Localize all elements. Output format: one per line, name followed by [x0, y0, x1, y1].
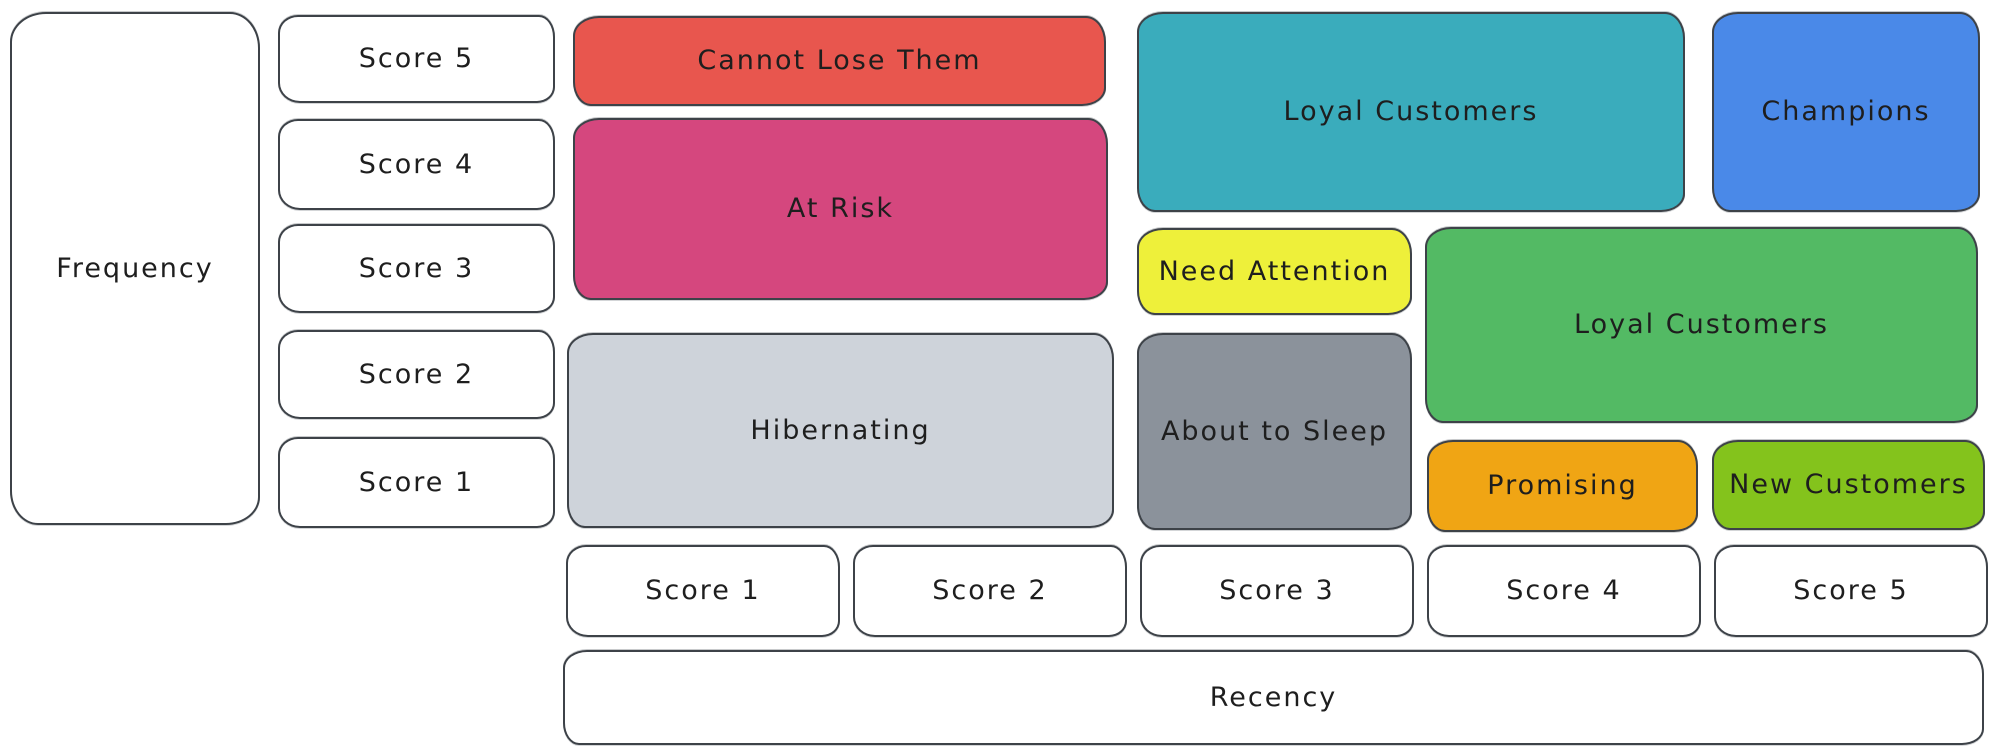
segment-about-to-sleep-label: About to Sleep — [1160, 415, 1389, 447]
segment-promising: Promising — [1427, 440, 1698, 532]
frequency-score-3-label: Score 3 — [358, 252, 475, 284]
segment-need-attention-label: Need Attention — [1158, 255, 1391, 287]
recency-axis-label: Recency — [1209, 681, 1338, 713]
segment-new-customers-label: New Customers — [1729, 469, 1968, 501]
segment-cannot-lose-them-label: Cannot Lose Them — [697, 45, 982, 77]
frequency-score-1-label: Score 1 — [358, 466, 475, 498]
recency-score-1-box: Score 1 — [566, 545, 840, 637]
frequency-score-4-box: Score 4 — [278, 119, 555, 210]
segment-cannot-lose-them: Cannot Lose Them — [573, 16, 1106, 106]
segment-about-to-sleep: About to Sleep — [1137, 333, 1412, 530]
recency-score-2-box: Score 2 — [853, 545, 1127, 637]
segment-at-risk-label: At Risk — [786, 193, 895, 225]
frequency-score-1-box: Score 1 — [278, 437, 555, 528]
frequency-score-5-label: Score 5 — [358, 43, 475, 75]
recency-axis-box: Recency — [563, 650, 1984, 745]
segment-hibernating: Hibernating — [567, 333, 1114, 528]
recency-score-1-label: Score 1 — [645, 575, 761, 607]
segment-hibernating-label: Hibernating — [750, 414, 931, 446]
frequency-axis-box: Frequency — [10, 12, 260, 525]
segment-need-attention: Need Attention — [1137, 228, 1412, 315]
frequency-score-3-box: Score 3 — [278, 224, 555, 313]
segment-at-risk: At Risk — [573, 118, 1108, 300]
segment-loyal-customers-top: Loyal Customers — [1137, 12, 1685, 212]
segment-promising-label: Promising — [1487, 470, 1638, 502]
recency-score-3-box: Score 3 — [1140, 545, 1414, 637]
recency-score-2-label: Score 2 — [932, 575, 1048, 607]
frequency-score-2-label: Score 2 — [358, 358, 475, 390]
frequency-score-5-box: Score 5 — [278, 15, 555, 103]
frequency-score-2-box: Score 2 — [278, 330, 555, 419]
recency-score-5-label: Score 5 — [1793, 575, 1909, 607]
recency-score-5-box: Score 5 — [1714, 545, 1988, 637]
recency-score-4-label: Score 4 — [1506, 575, 1622, 607]
segment-champions: Champions — [1712, 12, 1980, 212]
segment-loyal-customers-right-label: Loyal Customers — [1574, 309, 1829, 341]
frequency-score-4-label: Score 4 — [358, 148, 475, 180]
segment-loyal-customers-top-label: Loyal Customers — [1283, 96, 1539, 128]
segment-champions-label: Champions — [1761, 96, 1931, 128]
recency-score-3-label: Score 3 — [1219, 575, 1335, 607]
segment-loyal-customers-right: Loyal Customers — [1425, 227, 1978, 423]
frequency-axis-label: Frequency — [56, 252, 214, 284]
segment-new-customers: New Customers — [1712, 440, 1985, 530]
recency-score-4-box: Score 4 — [1427, 545, 1701, 637]
